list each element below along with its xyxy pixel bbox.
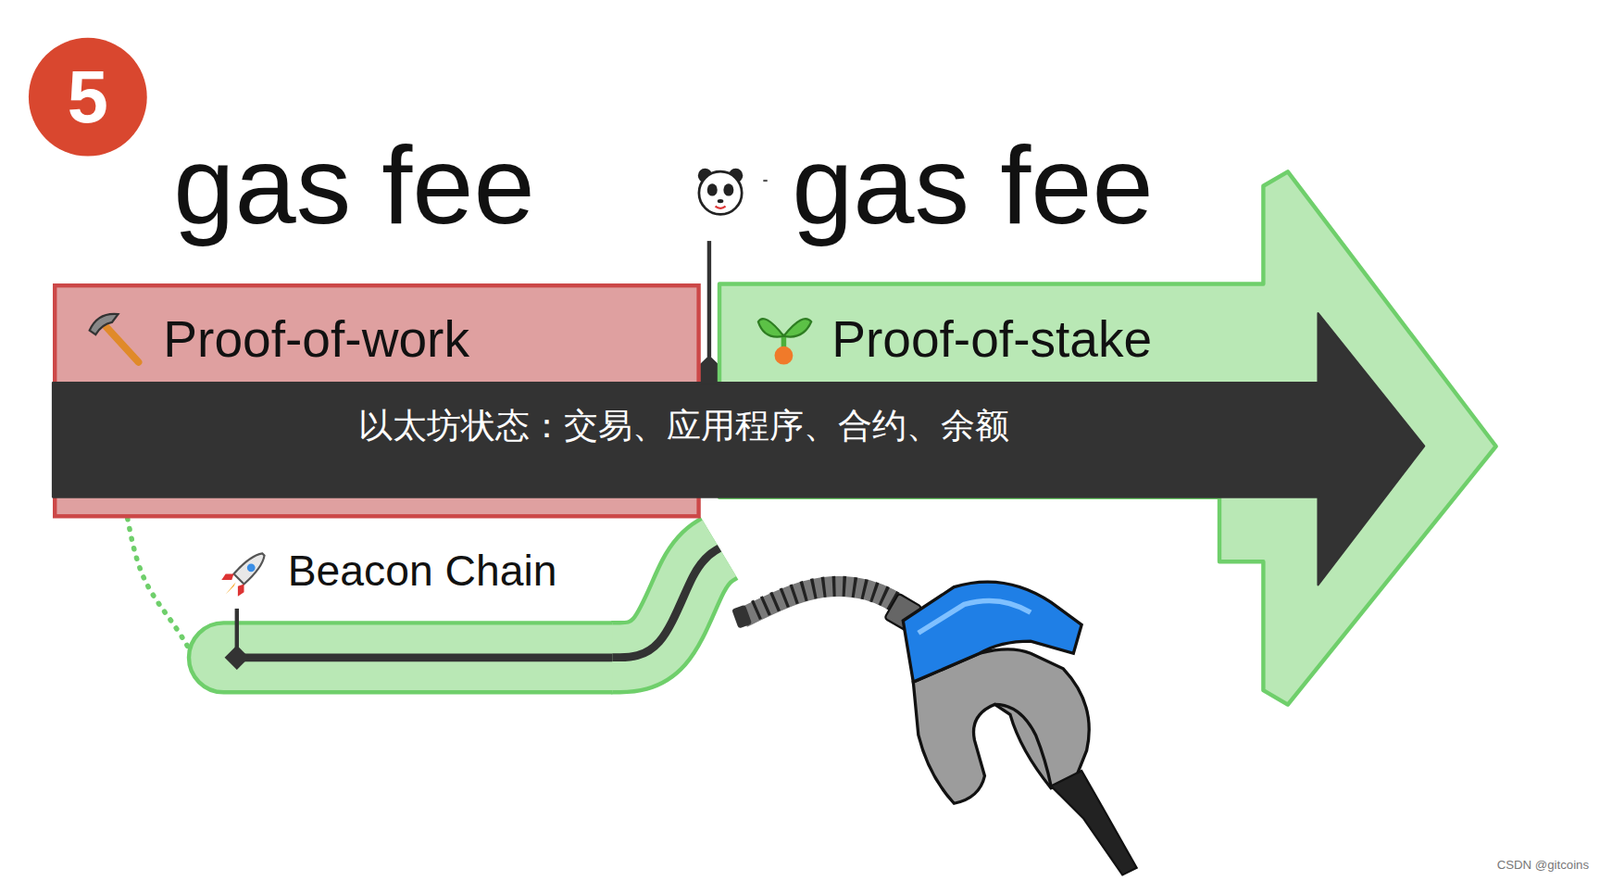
- chain-merge-band: [611, 548, 720, 658]
- node-label: Proof-of-stake: [831, 313, 1152, 365]
- watermark: CSDN @gitcoins: [1497, 858, 1589, 871]
- rocket-icon: [221, 552, 264, 596]
- gas-fee-heading: gas fee: [173, 129, 535, 240]
- callout-circle: [28, 37, 148, 157]
- ethereum-state-arrow: 以太坊状态：交易、应用程序、合约、余额: [52, 311, 1429, 588]
- callout-number: 5: [28, 37, 148, 157]
- gas-fee-heading: gas fee: [791, 129, 1153, 240]
- ethereum-state-arrow-shape: [52, 311, 1429, 588]
- panda-icon: [698, 168, 768, 215]
- dotted-connector: [127, 518, 189, 649]
- hammer-icon: [89, 313, 139, 363]
- fuel-nozzle-illustration: [731, 581, 1137, 875]
- node-label: Beacon Chain: [287, 549, 558, 592]
- merge-marker-line: [707, 240, 712, 358]
- beacon-chain-band: Beacon Chain: [188, 538, 613, 695]
- seedling-icon: [758, 318, 812, 365]
- node-label: Proof-of-work: [162, 313, 470, 365]
- node-label: 以太坊状态：交易、应用程序、合约、余额: [358, 408, 1010, 443]
